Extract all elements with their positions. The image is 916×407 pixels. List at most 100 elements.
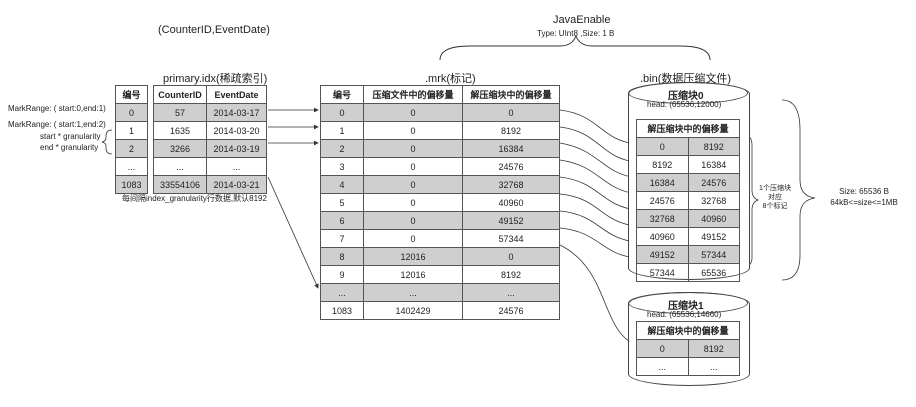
block-0-cell: 65536 xyxy=(687,263,740,282)
mrk-cell: 3 xyxy=(320,157,364,176)
mrk-cell: 0 xyxy=(363,193,463,212)
primary-cell: ... xyxy=(206,157,267,176)
mrk-cell: 1 xyxy=(320,121,364,140)
marks-brace xyxy=(743,134,760,267)
mrk-cell: ... xyxy=(462,283,560,302)
primary-cell: 2014-03-20 xyxy=(206,121,267,140)
block-0-cell: 32768 xyxy=(636,209,689,228)
primary-id-cell: 2 xyxy=(115,139,148,158)
mrk-cell: 12016 xyxy=(363,247,463,266)
mrk-cell: 0 xyxy=(363,121,463,140)
mrk-title: .mrk(标记) xyxy=(425,73,476,85)
mrk-cell: 49152 xyxy=(462,211,560,230)
end-formula: end * granularity xyxy=(40,143,99,152)
block-0-cell: 16384 xyxy=(636,173,689,192)
mrk-cell: 24576 xyxy=(462,301,560,320)
block-0-cell: 32768 xyxy=(687,191,740,210)
mrk-cell: 5 xyxy=(320,193,364,212)
block-0-cell: 24576 xyxy=(687,173,740,192)
block-0-top-rim xyxy=(628,82,748,104)
mrk-cell: 57344 xyxy=(462,229,560,248)
mrk-cell: 1402429 xyxy=(363,301,463,320)
primary-cell: 33554106 xyxy=(153,175,207,194)
mrk-cell: 0 xyxy=(363,103,463,122)
primary-id-cell: 0 xyxy=(115,103,148,122)
size-note: Size: 65536 B 64kB<=size<=1MB xyxy=(818,186,910,208)
granularity-brace xyxy=(101,129,113,155)
block-mark-note-line: 1个压缩块 xyxy=(759,185,791,192)
arrow-mrk-2 xyxy=(559,142,637,180)
primary-id-cell: ... xyxy=(115,157,148,176)
java-enable-type: Type: UInt8 ,Size: 1 B xyxy=(537,29,615,38)
primary-id-cell: 1083 xyxy=(115,175,148,194)
mark-range-1: MarkRange: ( start:1,end:2) xyxy=(8,120,106,129)
block-1-cell: 8192 xyxy=(687,339,740,358)
block-0-table-header: 解压缩块中的偏移量 xyxy=(636,119,740,138)
mrk-cell: 7 xyxy=(320,229,364,248)
arrow-mrk-0 xyxy=(559,109,637,146)
primary-cell: 2014-03-17 xyxy=(206,103,267,122)
block-0-cell: 57344 xyxy=(636,263,689,282)
arrow-mrk-4 xyxy=(559,176,637,212)
header-title: (CounterID,EventDate) xyxy=(158,24,270,36)
mrk-cell: 8 xyxy=(320,247,364,266)
arrow-mrk-3 xyxy=(559,159,637,196)
block-0-cell: 16384 xyxy=(687,155,740,174)
mrk-cell: ... xyxy=(320,283,364,302)
mrk-cell: ... xyxy=(363,283,463,302)
mrk-cell: 8192 xyxy=(462,265,560,284)
mrk-col-header: 编号 xyxy=(320,85,364,104)
size-brace xyxy=(781,99,816,281)
primary-cell: 1635 xyxy=(153,121,207,140)
mrk-cell: 0 xyxy=(363,175,463,194)
block-0-cell: 8192 xyxy=(687,137,740,156)
arrow-mrk-1 xyxy=(559,126,637,164)
mark-range-0: MarkRange: ( start:0,end:1) xyxy=(8,104,106,113)
mrk-cell: 0 xyxy=(363,157,463,176)
block-1-cell: 0 xyxy=(636,339,689,358)
primary-id-table: 编号 0 1 2 ... 1083 xyxy=(115,85,148,194)
block-0-cell: 40960 xyxy=(687,209,740,228)
mrk-cell: 32768 xyxy=(462,175,560,194)
mrk-cell: 0 xyxy=(363,229,463,248)
primary-cell: ... xyxy=(153,157,207,176)
block-0-cell: 0 xyxy=(636,137,689,156)
mrk-cell: 6 xyxy=(320,211,364,230)
block-0-cell: 8192 xyxy=(636,155,689,174)
block-mark-note: 1个压缩块 对应 8个标记 xyxy=(758,184,792,211)
block-1-cell: ... xyxy=(687,357,740,376)
block-1-cell: ... xyxy=(636,357,689,376)
primary-cell: 2014-03-19 xyxy=(206,139,267,158)
block-0-cell: 57344 xyxy=(687,245,740,264)
primary-id-cell: 1 xyxy=(115,121,148,140)
granularity-note: 每间隔index_granularity行数据,默认8192 xyxy=(122,194,267,203)
block-1-head: head: (65536,14660) xyxy=(647,310,722,319)
mrk-cell: 12016 xyxy=(363,265,463,284)
block-0-cell: 49152 xyxy=(636,245,689,264)
block-1-top-rim xyxy=(628,292,748,314)
arrow-mrk-8 xyxy=(559,244,637,346)
block-mark-note-line: 对应 xyxy=(768,194,782,201)
mrk-cell: 4 xyxy=(320,175,364,194)
start-formula: start * granularity xyxy=(40,132,101,141)
primary-cell: 57 xyxy=(153,103,207,122)
primary-id-header: 编号 xyxy=(115,85,148,104)
primary-cell: 3266 xyxy=(153,139,207,158)
mrk-cell: 0 xyxy=(462,103,560,122)
mrk-cell: 16384 xyxy=(462,139,560,158)
mrk-cell: 24576 xyxy=(462,157,560,176)
mrk-col-header: 解压缩块中的偏移量 xyxy=(462,85,560,104)
mrk-cell: 2 xyxy=(320,139,364,158)
java-enable-brace xyxy=(439,34,711,61)
mrk-cell: 0 xyxy=(363,211,463,230)
primary-cell: 2014-03-21 xyxy=(206,175,267,194)
arrow-mrk-6 xyxy=(559,210,637,244)
size-note-line: Size: 65536 B xyxy=(839,187,889,196)
mrk-cell: 9 xyxy=(320,265,364,284)
block-mark-note-line: 8个标记 xyxy=(762,203,788,210)
block-1-table-header: 解压缩块中的偏移量 xyxy=(636,321,740,340)
block-0-cell: 24576 xyxy=(636,191,689,210)
